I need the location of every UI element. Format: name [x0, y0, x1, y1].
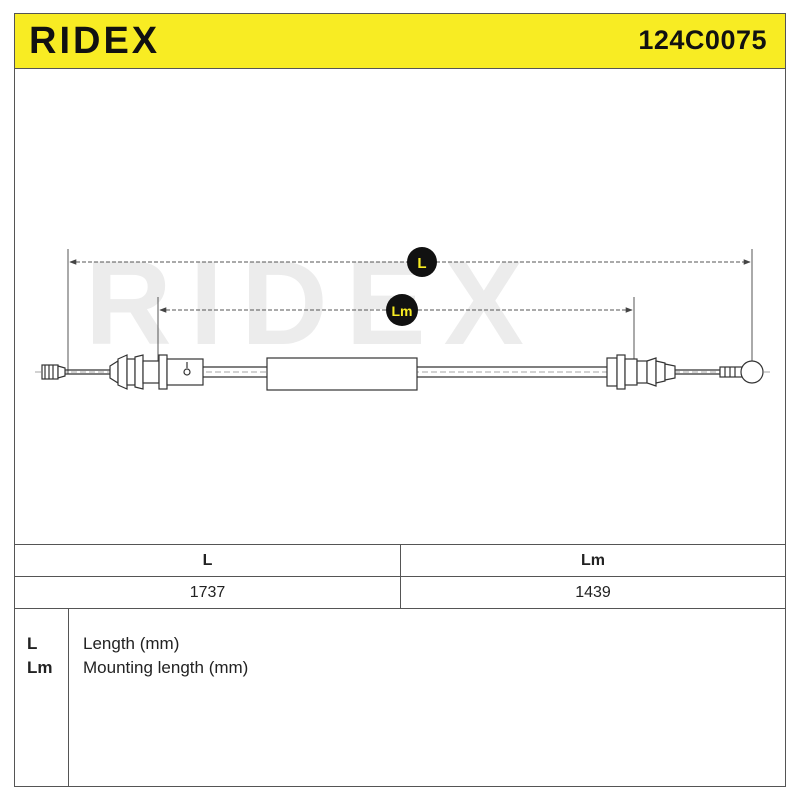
table-value-L: 1737	[15, 577, 401, 608]
part-number: 124C0075	[638, 25, 767, 55]
table-header-row: L Lm	[15, 545, 785, 577]
ridex-logo: RIDEX	[29, 20, 160, 60]
dimension-badge-L	[407, 247, 437, 277]
product-sheet: RIDEX 124C0075 RIDEX L Lm	[14, 13, 786, 787]
header-bar: RIDEX 124C0075	[15, 14, 785, 69]
brand-logo-text: RIDEX	[29, 20, 160, 60]
dimension-label-Lm: Lm	[392, 303, 413, 319]
legend-key-Lm: Lm	[27, 658, 53, 677]
legend-desc-Lm: Mounting length (mm)	[83, 658, 249, 677]
cable-left-fitting	[109, 354, 204, 390]
cable-right-fitting	[606, 354, 720, 390]
cable-drawing: RIDEX L Lm	[35, 236, 770, 391]
legend-keys-column: L Lm	[15, 609, 69, 787]
dimensions-table: L Lm 1737 1439	[15, 544, 785, 609]
table-value-Lm: 1439	[575, 584, 611, 601]
cable-left-end	[41, 364, 110, 380]
dimension-badge-Lm	[386, 294, 418, 326]
cable-sheath	[203, 357, 607, 391]
cable-right-end	[719, 360, 764, 384]
table-header-Lm: Lm	[581, 552, 605, 569]
watermark: RIDEX	[85, 236, 542, 370]
legend: L Lm Length (mm) Mounting length (mm)	[15, 609, 785, 787]
table-row: 1737 1439	[15, 577, 785, 609]
legend-desc-L: Length (mm)	[83, 634, 180, 653]
table-header-L: L	[15, 545, 401, 576]
legend-key-L: L	[27, 634, 38, 653]
dimension-label-L: L	[417, 255, 426, 272]
